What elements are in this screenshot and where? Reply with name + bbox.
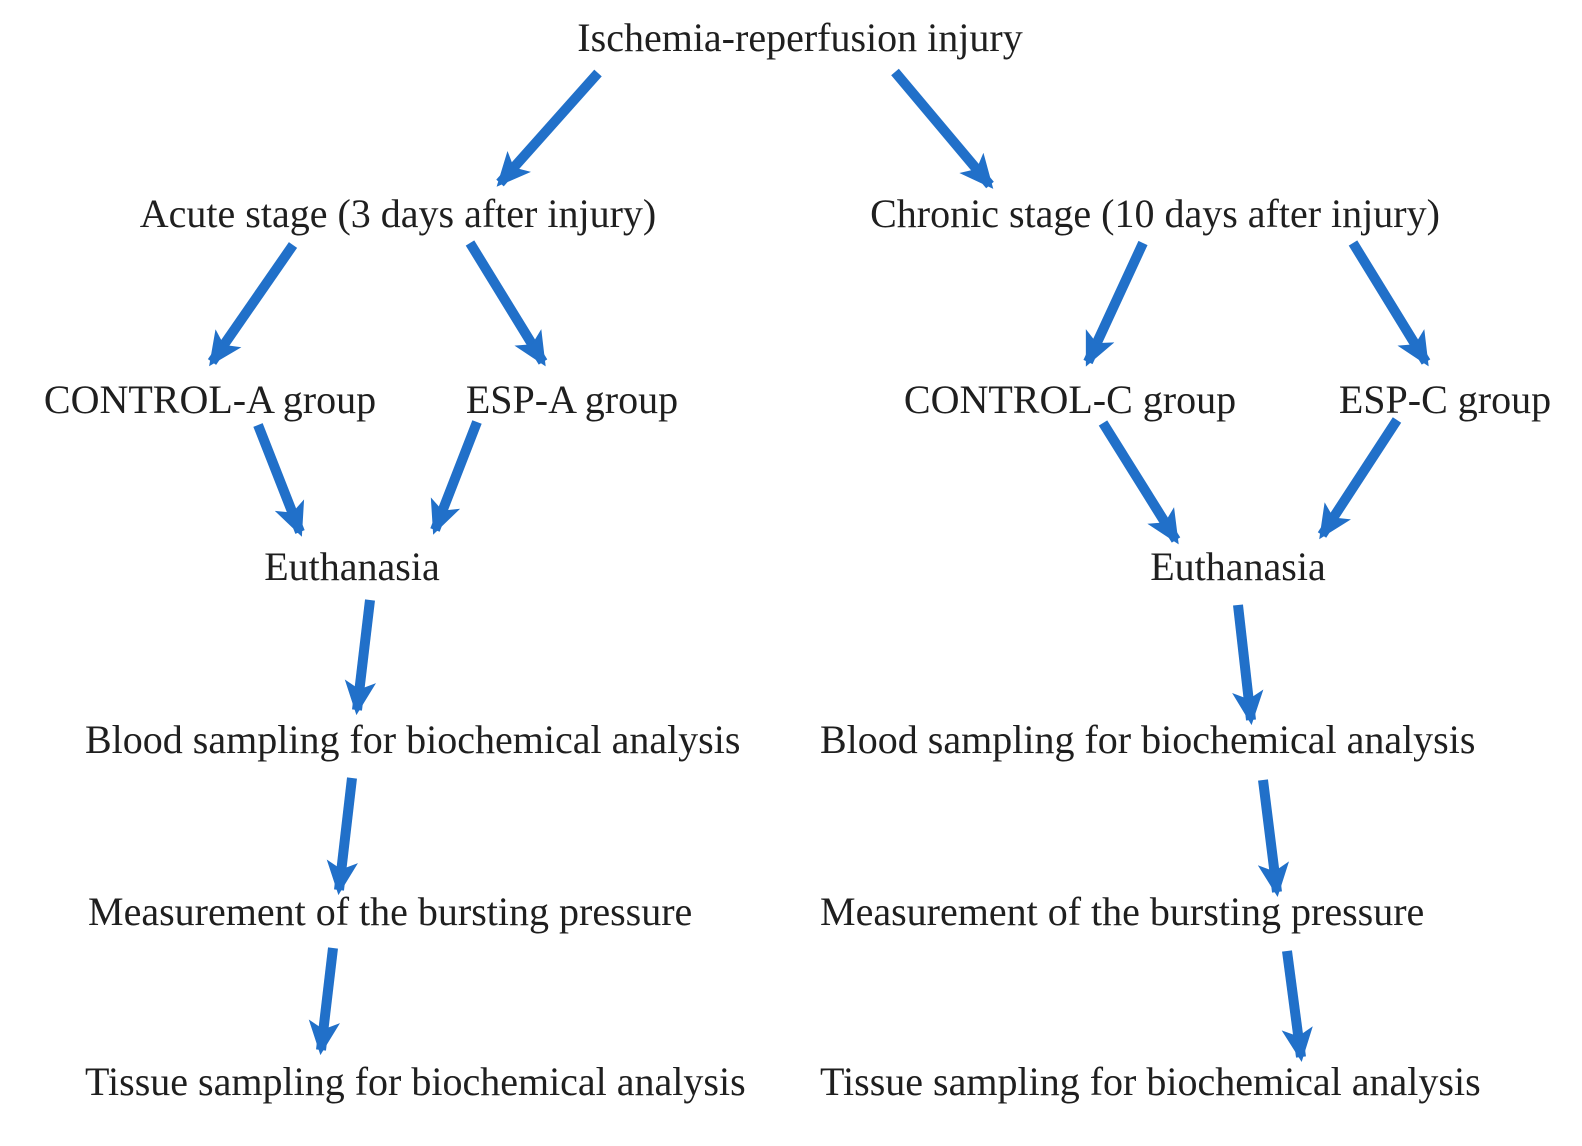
arrow-injury-to-acute-icon	[496, 69, 602, 187]
arrow-acute-to-esp-a-icon	[465, 240, 548, 367]
node-control-a-group: CONTROL-A group	[43, 377, 377, 422]
node-blood-sampling-chronic: Blood sampling for biochemical analysis	[820, 717, 1476, 762]
arrow-euthanasia-to-blood-left-icon	[344, 599, 377, 716]
arrow-euthanasia-to-blood-right-icon	[1232, 604, 1264, 726]
arrow-esp-a-to-euthanasia-icon	[430, 420, 482, 535]
node-euthanasia-acute: Euthanasia	[264, 544, 440, 589]
node-ischemia-reperfusion-injury: Ischemia-reperfusion injury	[577, 15, 1023, 60]
node-esp-a-group: ESP-A group	[465, 377, 679, 422]
node-control-c-group: CONTROL-C group	[903, 377, 1237, 422]
arrow-acute-to-control-a-icon	[207, 242, 298, 367]
arrow-chronic-to-esp-c-icon	[1348, 240, 1431, 367]
node-blood-sampling-acute: Blood sampling for biochemical analysis	[85, 717, 741, 762]
node-tissue-sampling-chronic: Tissue sampling for biochemical analysis	[820, 1059, 1481, 1104]
node-bursting-pressure-chronic: Measurement of the bursting pressure	[820, 889, 1425, 934]
arrow-pressure-to-tissue-right-icon	[1281, 950, 1313, 1063]
arrow-esp-c-to-euthanasia-icon	[1317, 417, 1402, 540]
node-euthanasia-chronic: Euthanasia	[1150, 544, 1326, 589]
arrow-chronic-to-control-c-icon	[1083, 240, 1148, 367]
arrow-control-c-to-euthanasia-icon	[1098, 420, 1181, 545]
arrow-injury-to-chronic-icon	[891, 68, 994, 189]
node-acute-stage: Acute stage (3 days after injury)	[139, 191, 657, 236]
node-tissue-sampling-acute: Tissue sampling for biochemical analysis	[85, 1059, 746, 1104]
node-bursting-pressure-acute: Measurement of the bursting pressure	[88, 889, 693, 934]
arrow-control-a-to-euthanasia-icon	[253, 423, 305, 537]
arrow-blood-to-pressure-left-icon	[326, 777, 358, 896]
arrow-blood-to-pressure-right-icon	[1257, 779, 1290, 898]
node-chronic-stage: Chronic stage (10 days after injury)	[870, 191, 1440, 236]
node-esp-c-group: ESP-C group	[1338, 377, 1552, 422]
arrow-pressure-to-tissue-left-icon	[308, 947, 340, 1056]
